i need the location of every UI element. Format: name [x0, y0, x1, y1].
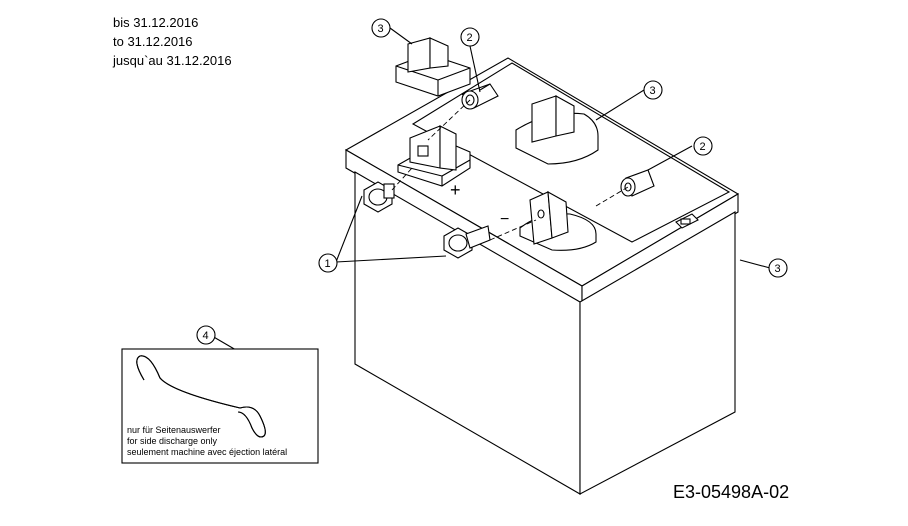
callout-2-right: 2: [693, 136, 713, 156]
validity-note-fr: jusqu`au 31.12.2016: [112, 53, 232, 68]
terminal-cover-top: [515, 95, 599, 165]
validity-note-de: bis 31.12.2016: [113, 15, 198, 30]
terminal-cover-exploded: [395, 37, 471, 97]
side-discharge-rod: [136, 355, 266, 438]
validity-notes: bis 31.12.2016 to 31.12.2016 jusqu`au 31…: [112, 15, 232, 68]
terminal-nut-right: [620, 169, 655, 197]
callout-2-right-label: 2: [700, 141, 706, 153]
assembly-lines: [391, 99, 629, 241]
negative-terminal: [519, 191, 597, 251]
leader-lines: [211, 27, 771, 351]
callout-3-topleft-label: 3: [378, 23, 384, 35]
vent-plug: [675, 213, 699, 229]
document-id: E3-05498A-02: [673, 482, 789, 502]
inset-box: nur für Seitenauswerfer for side dischar…: [121, 348, 319, 464]
callout-2-upper-label: 2: [467, 32, 473, 44]
positive-mark: +: [450, 180, 461, 200]
validity-note-en: to 31.12.2016: [113, 34, 193, 49]
battery-body-right: [579, 211, 736, 495]
callout-3-side-label: 3: [775, 263, 781, 275]
inset-note-fr: seulement machine avec éjection latéral: [127, 447, 287, 457]
battery: [344, 57, 740, 495]
callout-2-upper: 2: [460, 27, 480, 47]
inset-note-de: nur für Seitenauswerfer: [127, 425, 221, 435]
callout-1: 1: [318, 253, 338, 273]
negative-mark: −: [500, 211, 509, 228]
callout-1-label: 1: [325, 258, 331, 270]
callout-4: 4: [196, 325, 216, 345]
callout-3-side: 3: [768, 258, 788, 278]
inset-note-en: for side discharge only: [127, 436, 218, 446]
callout-3-top-label: 3: [650, 85, 656, 97]
callout-3-topleft: 3: [371, 18, 391, 38]
bolt-left: [363, 181, 395, 213]
callout-3-top: 3: [643, 80, 663, 100]
callout-4-label: 4: [203, 330, 209, 342]
bolt-right: [443, 225, 491, 259]
positive-terminal: [397, 125, 471, 187]
